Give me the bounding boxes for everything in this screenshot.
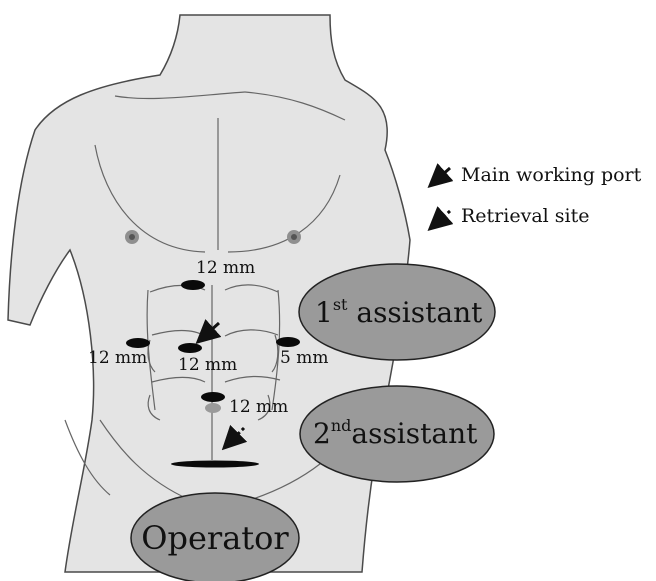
port-left: [126, 338, 150, 348]
legend-main-working-port: Main working port: [461, 164, 642, 186]
port-left-label: 12 mm: [88, 348, 147, 368]
nipple-left: [125, 230, 139, 244]
nipple-right: [287, 230, 301, 244]
first-assistant-label: assistant: [347, 296, 483, 329]
legend: Main working port Retrieval site: [432, 164, 642, 227]
second-assistant-sup: nd: [331, 416, 352, 435]
operator-label: Operator: [141, 519, 289, 557]
port-lower: [201, 392, 225, 402]
retrieval-incision: [171, 461, 259, 468]
port-center: [178, 343, 202, 353]
umbilicus: [205, 403, 221, 413]
first-assistant-marker: 1st assistant: [299, 264, 495, 360]
second-assistant-marker: 2ndassistant: [300, 386, 494, 482]
port-center-label: 12 mm: [178, 355, 237, 375]
port-right: [276, 337, 300, 347]
port-upper-label: 12 mm: [196, 258, 255, 278]
legend-solid-arrow-icon: [432, 168, 450, 184]
second-assistant-number: 2: [313, 417, 331, 450]
first-assistant-number: 1: [315, 296, 333, 329]
port-right-label: 5 mm: [280, 348, 328, 368]
legend-retrieval-site: Retrieval site: [461, 205, 589, 227]
port-lower-label: 12 mm: [229, 397, 288, 417]
port-upper: [181, 280, 205, 290]
operator-marker: Operator: [131, 493, 299, 581]
legend-dashed-arrow-icon: [432, 211, 450, 227]
second-assistant-label: assistant: [351, 417, 478, 450]
first-assistant-sup: st: [333, 295, 348, 314]
